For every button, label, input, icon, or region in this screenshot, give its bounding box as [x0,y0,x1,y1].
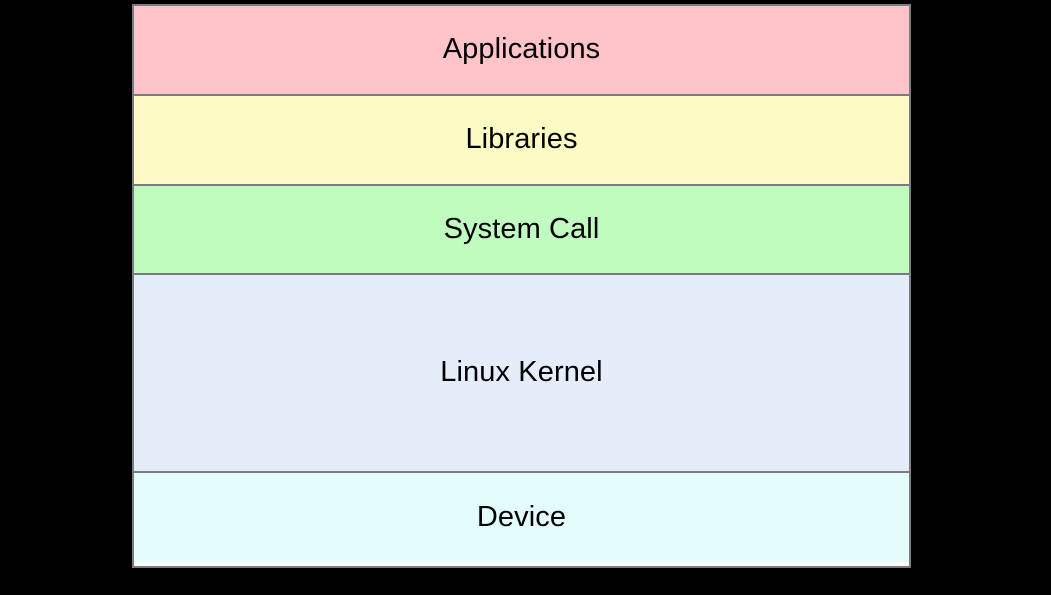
layer-device[interactable]: Device [134,473,909,562]
layer-libraries[interactable]: Libraries [134,96,909,186]
layer-label-device: Device [476,500,567,533]
layer-label-libraries: Libraries [465,123,578,156]
layer-label-system-call: System Call [443,212,600,245]
layer-linux-kernel[interactable]: Linux Kernel [134,275,909,473]
layer-applications[interactable]: Applications [134,6,909,96]
layer-label-linux-kernel: Linux Kernel [440,356,603,389]
layer-system-call[interactable]: System Call [134,186,909,275]
layer-label-applications: Applications [442,33,601,66]
